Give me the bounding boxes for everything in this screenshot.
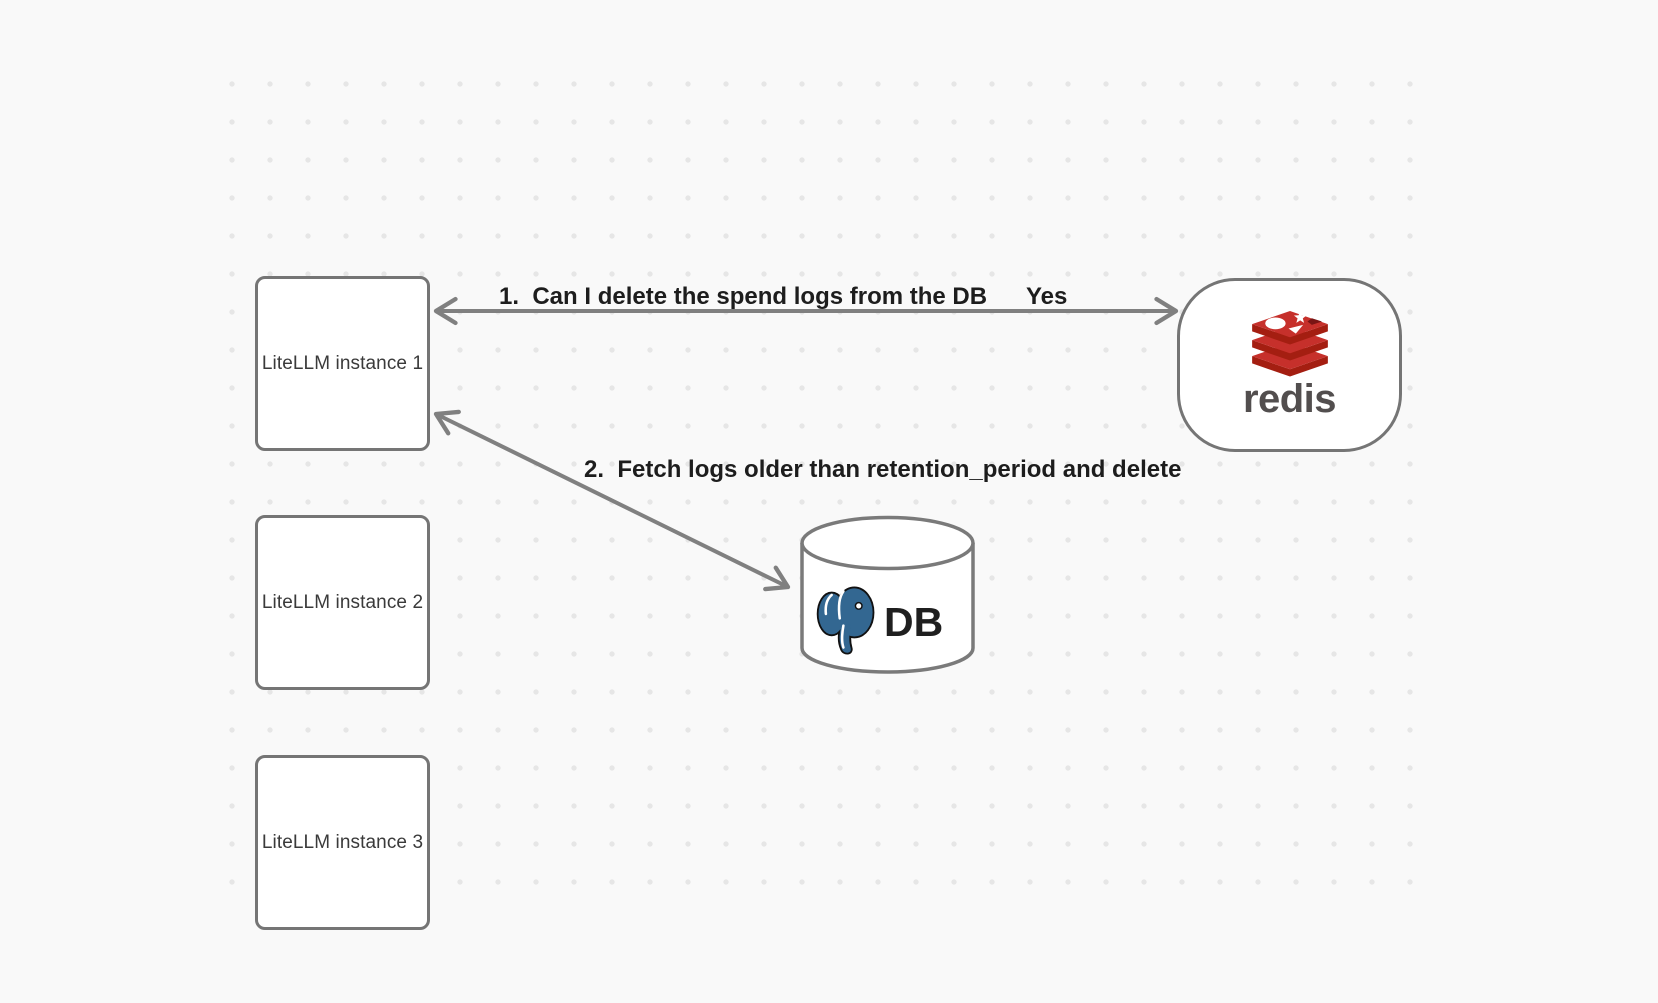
postgres-logo-icon bbox=[816, 586, 875, 655]
postgres-db-cylinder[interactable]: DB bbox=[800, 515, 975, 674]
arrow-2-label[interactable]: 2. Fetch logs older than retention_perio… bbox=[584, 456, 1182, 483]
arrow-1-label[interactable]: 1. Can I delete the spend logs from the … bbox=[499, 283, 988, 310]
litellm-instance-2-label: LiteLLM instance 2 bbox=[261, 591, 424, 613]
db-label: DB bbox=[884, 599, 943, 645]
arrow-1-response-label[interactable]: Yes bbox=[1026, 283, 1068, 310]
redis-wordmark: redis bbox=[1242, 377, 1337, 421]
litellm-instance-3-label: LiteLLM instance 3 bbox=[261, 831, 424, 853]
litellm-instance-1-box[interactable]: LiteLLM instance 1 bbox=[255, 276, 430, 451]
redis-logo-icon bbox=[1251, 311, 1328, 377]
litellm-instance-3-box[interactable]: LiteLLM instance 3 bbox=[255, 755, 430, 930]
cylinder-top bbox=[800, 515, 975, 571]
litellm-instance-1-label: LiteLLM instance 1 bbox=[261, 352, 424, 374]
litellm-instance-2-box[interactable]: LiteLLM instance 2 bbox=[255, 515, 430, 690]
arrow-instance1-db[interactable] bbox=[433, 409, 791, 592]
redis-node[interactable]: redis bbox=[1177, 278, 1402, 452]
